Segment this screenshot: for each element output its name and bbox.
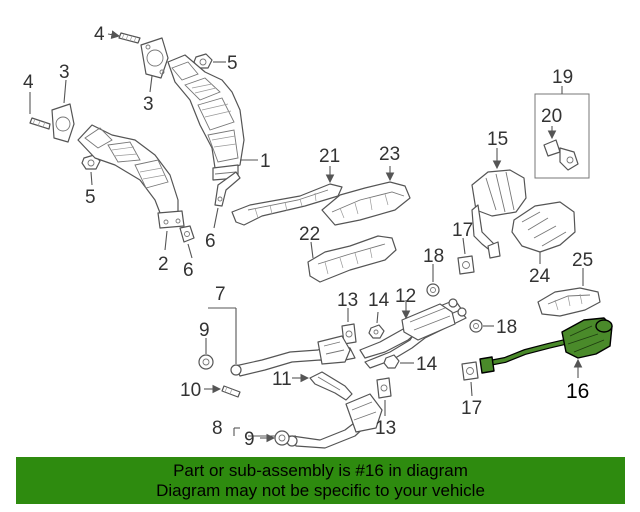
part-3-gasket-left[interactable] [51, 103, 75, 143]
part-4-stud-left[interactable] [29, 117, 51, 130]
callout-12: 12 [395, 286, 416, 307]
part-10-bolt[interactable] [221, 385, 241, 398]
callout-24: 24 [529, 266, 551, 287]
info-banner: Part or sub-assembly is #16 in diagram D… [16, 457, 625, 504]
part-25-heat-shield[interactable] [537, 287, 601, 317]
banner-line-2: Diagram may not be specific to your vehi… [156, 480, 485, 500]
callout-16: 16 [566, 380, 589, 403]
callout-3-left: 3 [59, 62, 70, 83]
banner-line-1: Part or sub-assembly is #16 in diagram [173, 460, 468, 480]
callout-25: 25 [572, 250, 593, 271]
part-14-nut-upper[interactable] [368, 324, 385, 339]
callout-13-upper: 13 [337, 290, 358, 311]
part-9-gasket-lower[interactable] [274, 430, 290, 446]
part-17-gasket-lower[interactable] [461, 361, 479, 381]
callout-9-lower: 9 [244, 429, 255, 450]
callout-3-upper: 3 [143, 94, 154, 115]
callout-6-upper: 6 [205, 231, 216, 252]
part-7-front-pipe[interactable] [230, 335, 356, 377]
callout-1: 1 [260, 151, 271, 172]
part-18-hanger-lower[interactable] [469, 319, 483, 333]
callout-4-left: 4 [23, 72, 34, 93]
part-17-gasket-upper[interactable] [457, 255, 475, 275]
callout-21: 21 [319, 146, 340, 167]
callout-15: 15 [487, 129, 508, 150]
callout-4-upper: 4 [94, 24, 105, 45]
callout-18-upper: 18 [423, 246, 444, 267]
callout-2: 2 [158, 254, 169, 275]
callout-22: 22 [299, 224, 320, 245]
part-23-heat-shield[interactable] [321, 181, 411, 226]
callout-8: 8 [212, 418, 223, 439]
part-16-rear-muffler[interactable] [479, 317, 613, 374]
exhaust-parts-diagram: 4 3 5 1 6 4 [23, 24, 613, 450]
callout-20: 20 [541, 106, 562, 127]
callout-9-upper: 9 [199, 320, 210, 341]
part-12-center-pipe[interactable] [359, 298, 467, 369]
part-9-gasket-upper[interactable] [198, 354, 214, 370]
part-8-front-pipe-lower[interactable] [286, 393, 383, 449]
part-15-resonator[interactable] [471, 169, 527, 259]
callout-14-lower: 14 [416, 354, 438, 375]
part-6-clamp-lower[interactable] [179, 225, 195, 243]
callout-19: 19 [552, 67, 573, 88]
part-6-bracket-upper[interactable] [214, 171, 241, 207]
part-20-sensor[interactable] [543, 139, 579, 171]
part-21-heat-shield[interactable] [231, 183, 343, 226]
callout-13-lower: 13 [375, 418, 396, 439]
callout-7: 7 [215, 284, 226, 305]
callout-5-upper: 5 [227, 53, 238, 74]
part-18-hanger-upper[interactable] [426, 283, 440, 297]
part-13-gasket-lower[interactable] [376, 377, 392, 399]
part-24-heat-shield[interactable] [511, 201, 576, 253]
part-2-manifold-converter[interactable] [77, 124, 185, 229]
callout-14-upper: 14 [368, 290, 390, 311]
part-3-gasket-upper[interactable] [140, 37, 169, 79]
part-22-heat-shield[interactable] [307, 235, 397, 283]
callout-17-upper: 17 [452, 220, 473, 241]
part-14-nut-lower[interactable] [383, 354, 400, 369]
callout-6-lower: 6 [183, 260, 194, 281]
callout-18-lower: 18 [496, 317, 517, 338]
part-11-connector-pipe[interactable] [309, 371, 353, 401]
callout-5-left: 5 [85, 187, 96, 208]
callout-10: 10 [180, 380, 201, 401]
callout-11: 11 [272, 369, 292, 390]
callout-23: 23 [379, 144, 400, 165]
part-4-stud-upper[interactable] [118, 32, 141, 44]
callout-17-lower: 17 [461, 398, 482, 419]
